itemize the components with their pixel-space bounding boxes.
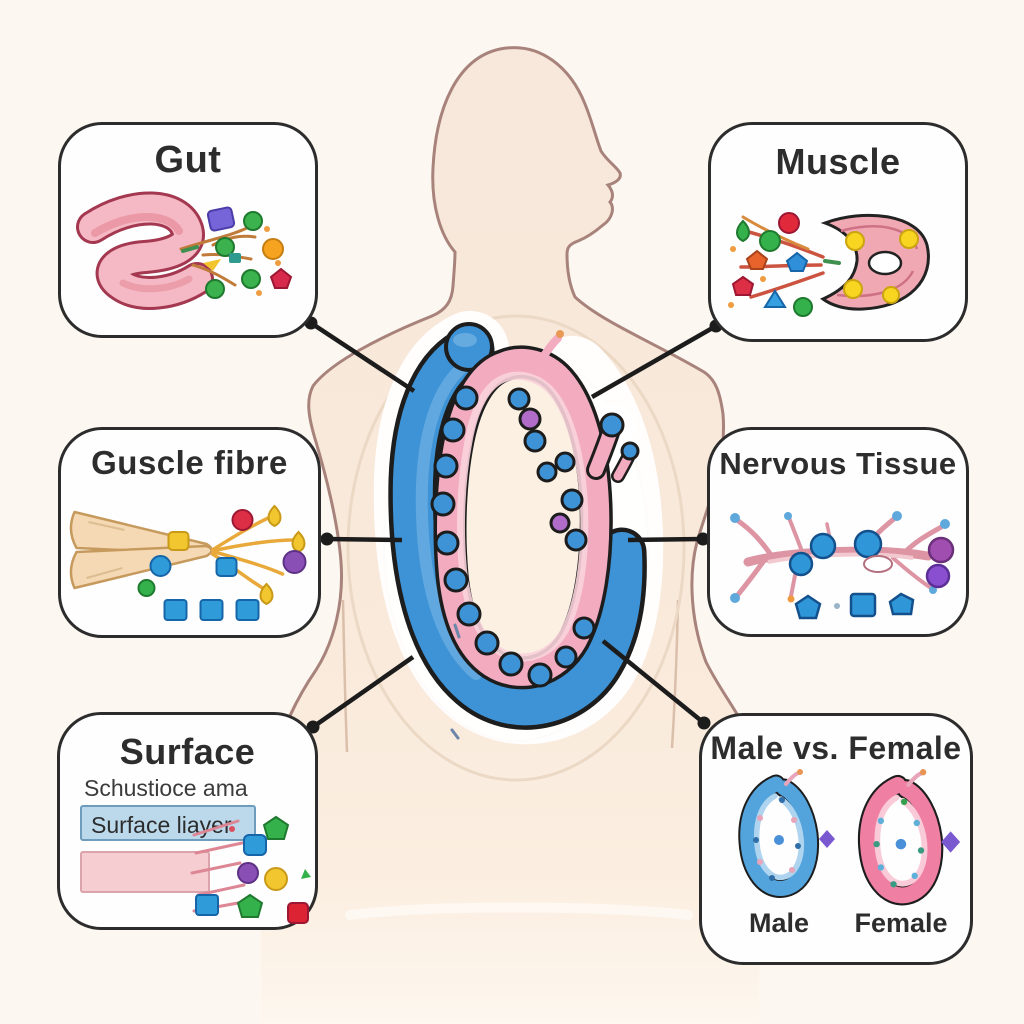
muscle-fibre-icon: [69, 504, 307, 621]
box-title-male-female: Male vs. Female: [710, 730, 962, 766]
surface-molecule-cluster-icon: [190, 815, 311, 924]
callout-box-surface: Surface Schustioce ama Surface liayer: [57, 712, 318, 930]
female-gut-speckles: [873, 798, 925, 888]
surface-pink-bar: [80, 851, 210, 893]
muscle-yellow-nodes: [843, 229, 919, 304]
connector-male-female: [601, 639, 706, 725]
neuron-branches: [734, 515, 946, 599]
connector-surface: [311, 655, 415, 729]
connector-nervous-tissue: [627, 536, 704, 543]
gut-icon: [76, 191, 293, 310]
callout-box-gut: Gut: [58, 122, 318, 338]
gut-loop-purple-dots: [518, 407, 571, 534]
connector-muscle-fibre: [326, 536, 403, 543]
callout-box-nervous-tissue: Nervous Tissue: [707, 427, 969, 637]
gut-molecules: [203, 206, 293, 299]
box-title-surface: Surface: [119, 731, 256, 772]
central-gut-loop: [373, 311, 664, 745]
connector-lines: [309, 321, 718, 729]
surface-layer-bar: Surface liayer: [80, 805, 256, 841]
fibre-branches: [210, 514, 297, 590]
female-label: Female: [854, 908, 948, 938]
waist-contour-left: [341, 599, 349, 753]
male-label: Male: [748, 908, 810, 938]
torso-fade-band: [345, 902, 693, 920]
callout-box-muscle: Muscle: [708, 122, 968, 342]
connector-muscle: [590, 324, 718, 399]
callout-box-male-female: Male vs. Female: [699, 713, 973, 965]
box-title-nervous-tissue: Nervous Tissue: [719, 446, 957, 481]
neuron-tips: [730, 511, 950, 603]
neuron-molecules: [788, 529, 955, 620]
muscle-molecules: [728, 212, 813, 317]
connector-gut: [309, 321, 416, 393]
female-gut-icon: [857, 769, 961, 906]
box-title-muscle-fibre: Guscle fibre: [91, 444, 288, 481]
box-title-gut: Gut: [154, 139, 222, 181]
gut-loop-dots: [430, 385, 596, 688]
male-diamond-marker: [819, 830, 835, 848]
surface-strata-label: Schustioce ama: [84, 775, 248, 801]
fibre-molecules: [137, 509, 307, 621]
male-gut-speckles: [753, 797, 801, 881]
box-title-muscle: Muscle: [775, 141, 901, 182]
female-diamond-marker: [941, 831, 961, 853]
male-gut-icon: [738, 769, 835, 898]
nervous-tissue-icon: [730, 511, 955, 620]
callout-box-muscle-fibre: Guscle fibre: [58, 427, 321, 638]
surface-molecules: [195, 815, 311, 924]
muscle-icon: [728, 212, 930, 317]
